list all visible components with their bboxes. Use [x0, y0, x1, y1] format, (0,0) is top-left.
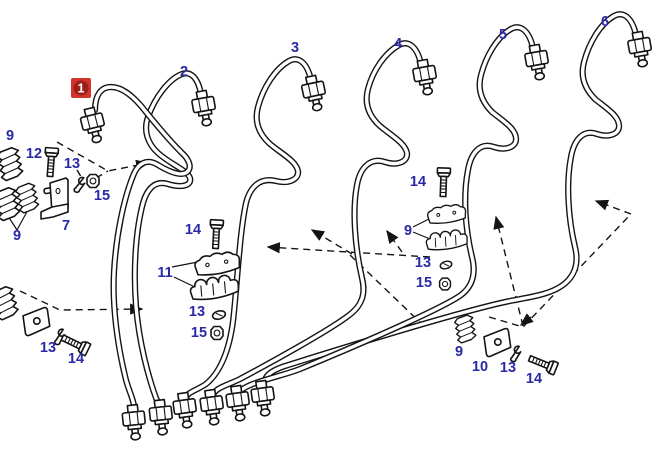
label-13-e[interactable]: 13: [500, 360, 516, 376]
label-9-bottom-left[interactable]: 9: [13, 228, 21, 244]
pipe-5-bottom-fitting: [224, 383, 253, 424]
pointer-a-to-pipes: [56, 141, 150, 172]
pipe-3-bottom-fitting: [171, 390, 200, 431]
label-14-c[interactable]: 14: [410, 174, 426, 190]
label-11[interactable]: 11: [157, 265, 172, 281]
label-9-top-left[interactable]: 9: [6, 128, 14, 144]
injection-pipe-5: [234, 24, 537, 399]
label-13-d[interactable]: 13: [40, 340, 56, 356]
label-15-b[interactable]: 15: [191, 325, 207, 341]
pipe-2-top-fitting: [189, 88, 219, 129]
pipe-3-top-fitting: [299, 73, 330, 114]
label-pipe-3[interactable]: 3: [291, 40, 299, 56]
highlight-number[interactable]: 1: [78, 82, 85, 96]
label-9-c[interactable]: 9: [404, 223, 412, 239]
label-10[interactable]: 10: [472, 359, 488, 375]
clamp-9-lower-right: [13, 181, 41, 215]
pointer-e-to-pipe6: [594, 199, 632, 215]
label-14-d[interactable]: 14: [68, 351, 84, 367]
label-pipe-5[interactable]: 5: [499, 27, 507, 43]
label-7[interactable]: 7: [62, 218, 70, 234]
label-13-b[interactable]: 13: [189, 304, 205, 320]
clamp-9-e: [453, 313, 478, 345]
pointer-e-web: [488, 213, 632, 328]
pointer-branch-pipe3: [310, 229, 353, 255]
pointer-lines: [5, 141, 632, 331]
pipe-1-top-fitting: [77, 105, 110, 146]
bolt-14-c: [435, 166, 452, 198]
pipe-4-bottom-fitting: [198, 387, 227, 428]
hardware-group-right: [424, 166, 469, 291]
label-9-e[interactable]: 9: [455, 344, 463, 360]
label-13-c[interactable]: 13: [415, 255, 431, 271]
clamp-9-top: [0, 145, 25, 183]
injection-pipe-2: [131, 70, 205, 412]
label-pipe-4[interactable]: 4: [394, 36, 402, 52]
highlighted-item-badge[interactable]: 1: [71, 78, 91, 98]
washer-13-b: [210, 308, 228, 322]
clamp-9-upper: [425, 201, 468, 226]
bracket-plate-d: [21, 306, 52, 337]
clamp-9-edge: [0, 284, 21, 322]
bracket-7: [40, 177, 69, 220]
nut-15-a: [86, 173, 100, 189]
pointer-branch-pipe4: [386, 229, 403, 253]
bolt-14-b: [208, 218, 225, 250]
washer-13-c: [438, 259, 454, 271]
label-pipe-2[interactable]: 2: [180, 64, 188, 80]
label-13-a[interactable]: 13: [64, 156, 80, 172]
label-pipe-6[interactable]: 6: [601, 14, 609, 30]
label-14-b[interactable]: 14: [185, 222, 201, 238]
label-15-c[interactable]: 15: [416, 275, 432, 291]
pointer-a-clip: [76, 169, 84, 181]
pointer-e-to-pipe5: [493, 215, 524, 327]
injection-pipe-4: [208, 40, 425, 402]
bracket-10: [482, 327, 513, 358]
pipe-2-bottom-fitting: [147, 398, 175, 437]
pointer-d-to-pipes: [19, 290, 144, 315]
pipe-1-bottom-fitting: [120, 403, 148, 442]
pointer-main-horizontal: [266, 242, 431, 258]
pointer-e-vertex-arrow: [519, 313, 534, 326]
injection-pipe-3: [181, 56, 315, 404]
hardware-group-left: [0, 145, 100, 223]
nut-15-b: [210, 325, 224, 341]
clamp-9-lower: [424, 227, 469, 253]
clamp-11-upper: [192, 248, 243, 279]
nut-15-c: [438, 277, 452, 291]
label-14-e[interactable]: 14: [526, 371, 542, 387]
injection-pipe-6: [259, 11, 640, 394]
pipe-5-top-fitting: [522, 42, 552, 83]
pipe-6-top-fitting: [625, 29, 655, 70]
part-number-labels: 2 3 4 5 6 9 12 13 15 7 9 14 11 13 15 14 …: [6, 14, 609, 387]
pipe-4-top-fitting: [410, 57, 440, 98]
injection-pipe-1: [91, 83, 193, 410]
clip-13-a: [72, 175, 87, 195]
label-15-a[interactable]: 15: [94, 188, 110, 204]
bolt-12: [42, 146, 60, 178]
label-12[interactable]: 12: [26, 146, 42, 162]
